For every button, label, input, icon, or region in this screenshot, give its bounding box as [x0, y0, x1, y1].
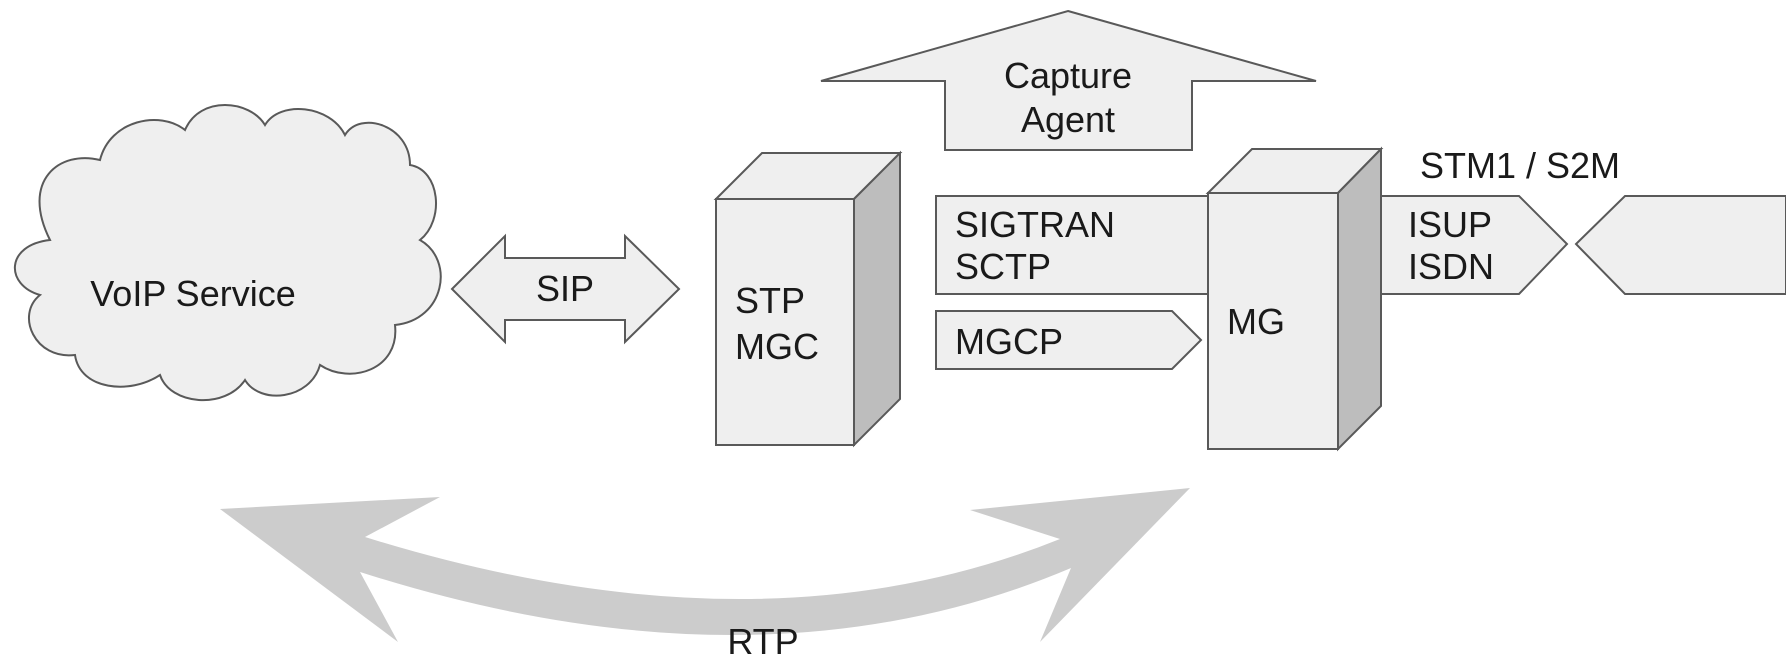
mgcp-arrow-shape — [935, 310, 1203, 370]
stm1-s2m-label: STM1 / S2M — [1420, 145, 1620, 186]
mgcp-label: MGCP — [955, 321, 1063, 362]
mg-box-front — [1207, 192, 1339, 450]
voip-service-label: VoIP Service — [90, 273, 295, 314]
sip-label: SIP — [536, 268, 594, 309]
sctp-label: SCTP — [955, 246, 1051, 287]
rtp-arrow-shape — [220, 488, 1190, 642]
capture-agent-arrow-shape — [820, 9, 1317, 151]
sigtran-label: SIGTRAN — [955, 204, 1115, 245]
sip-arrow-shape — [450, 233, 681, 345]
stp-mgc-box: STP MGC — [713, 150, 903, 448]
isup-isdn-arrow-shape — [1380, 195, 1569, 295]
isdn-label: ISDN — [1408, 246, 1494, 287]
mg-label: MG — [1227, 301, 1285, 342]
capture-label: Capture — [1004, 55, 1132, 96]
stp-mgc-box-front — [715, 198, 855, 446]
sigtran-sctp-bar: SIGTRAN SCTP — [935, 195, 1209, 295]
isup-isdn-arrow: ISUP ISDN — [1380, 195, 1569, 295]
mg-box: MG — [1205, 146, 1384, 452]
agent-label: Agent — [1021, 99, 1115, 140]
isup-label: ISUP — [1408, 204, 1492, 245]
incoming-arrow-shape — [1574, 195, 1786, 295]
rtp-arrow: RTP — [220, 488, 1190, 657]
mgc-label: MGC — [735, 326, 819, 367]
stp-label: STP — [735, 280, 805, 321]
mg-box-side — [1337, 146, 1382, 452]
sip-arrow: SIP — [450, 233, 681, 345]
mgcp-arrow: MGCP — [935, 310, 1203, 370]
rtp-label: RTP — [727, 621, 798, 657]
stp-mgc-box-side — [853, 150, 901, 448]
voip-service-cloud: VoIP Service — [14, 104, 442, 401]
cloud-shape — [14, 104, 442, 401]
capture-agent-arrow: Capture Agent — [820, 9, 1317, 151]
